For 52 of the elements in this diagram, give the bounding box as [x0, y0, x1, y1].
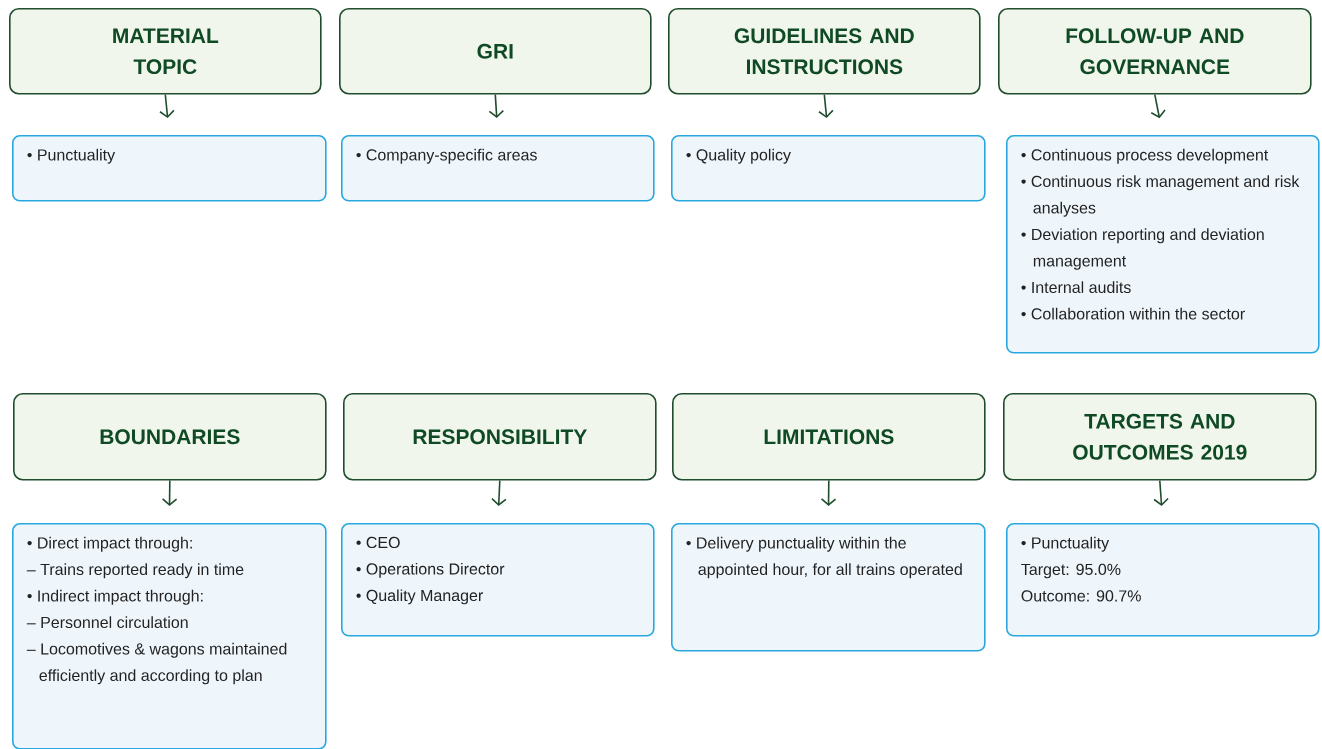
box-heading: BOUNDARIES — [100, 429, 240, 445]
arrow — [820, 479, 837, 506]
heading-box — [13, 393, 327, 481]
list-item: • Delivery punctuality within the appointed hour, for all trains operated — [686, 536, 962, 579]
heading-box — [672, 393, 986, 481]
list-item: • CEO — [356, 536, 400, 549]
content-box — [12, 523, 327, 749]
list-item: – Trains reported ready in time — [26, 563, 244, 579]
content-box — [671, 135, 986, 202]
box-heading: FOLLOW-UP AND GOVERNANCE — [1066, 28, 1244, 75]
heading-box — [1003, 393, 1317, 481]
arrow — [1150, 93, 1166, 119]
heading-box — [998, 8, 1312, 95]
content-box — [341, 135, 655, 202]
arrow — [1153, 479, 1169, 507]
list-item: Target: 95.0% — [1021, 563, 1121, 579]
list-item: • Continuous process development — [1021, 148, 1269, 164]
list-item: Outcome: 90.7% — [1021, 590, 1141, 602]
list-item: • Collaboration within the sector — [1021, 307, 1245, 320]
content-box — [1006, 135, 1320, 354]
content-box — [1006, 523, 1320, 637]
list-item: • Continuous risk management and risk analyses — [1021, 175, 1300, 217]
arrow — [159, 93, 175, 119]
list-item: • Operations Director — [356, 562, 505, 578]
content-box — [341, 523, 655, 637]
arrow — [161, 479, 178, 506]
box-heading: RESPONSIBILITY — [413, 429, 587, 445]
heading-box — [339, 8, 652, 95]
list-item: • Internal audits — [1021, 281, 1131, 294]
box-heading: TARGETS AND OUTCOMES 2019 — [1073, 413, 1247, 460]
list-item: – Locomotives & wagons maintained efficiently and according to plan — [26, 642, 287, 685]
arrow — [818, 93, 834, 119]
list-item: • Punctuality — [1021, 536, 1110, 552]
content-box — [671, 523, 986, 652]
list-item: • Quality policy — [686, 148, 791, 164]
list-item: • Direct impact through: — [27, 536, 192, 552]
box-heading: GUIDELINES AND INSTRUCTIONS — [734, 28, 914, 75]
box-heading: GRI — [477, 43, 513, 59]
arrow — [488, 93, 505, 119]
list-item: – Personnel circulation — [26, 616, 188, 629]
list-item: • Deviation reporting and deviation management — [1021, 228, 1264, 270]
arrow — [491, 479, 507, 506]
list-item: • Punctuality — [27, 148, 116, 164]
box-heading: MATERIAL TOPIC — [113, 28, 219, 75]
list-item: • Indirect impact through: — [27, 589, 203, 605]
box-heading: LIMITATIONS — [764, 429, 894, 445]
list-item: • Quality Manager — [356, 589, 483, 605]
content-box — [12, 135, 327, 202]
heading-box — [9, 8, 322, 95]
heading-box — [668, 8, 981, 95]
list-item: • Company-specific areas — [356, 148, 537, 164]
heading-box — [343, 393, 657, 481]
